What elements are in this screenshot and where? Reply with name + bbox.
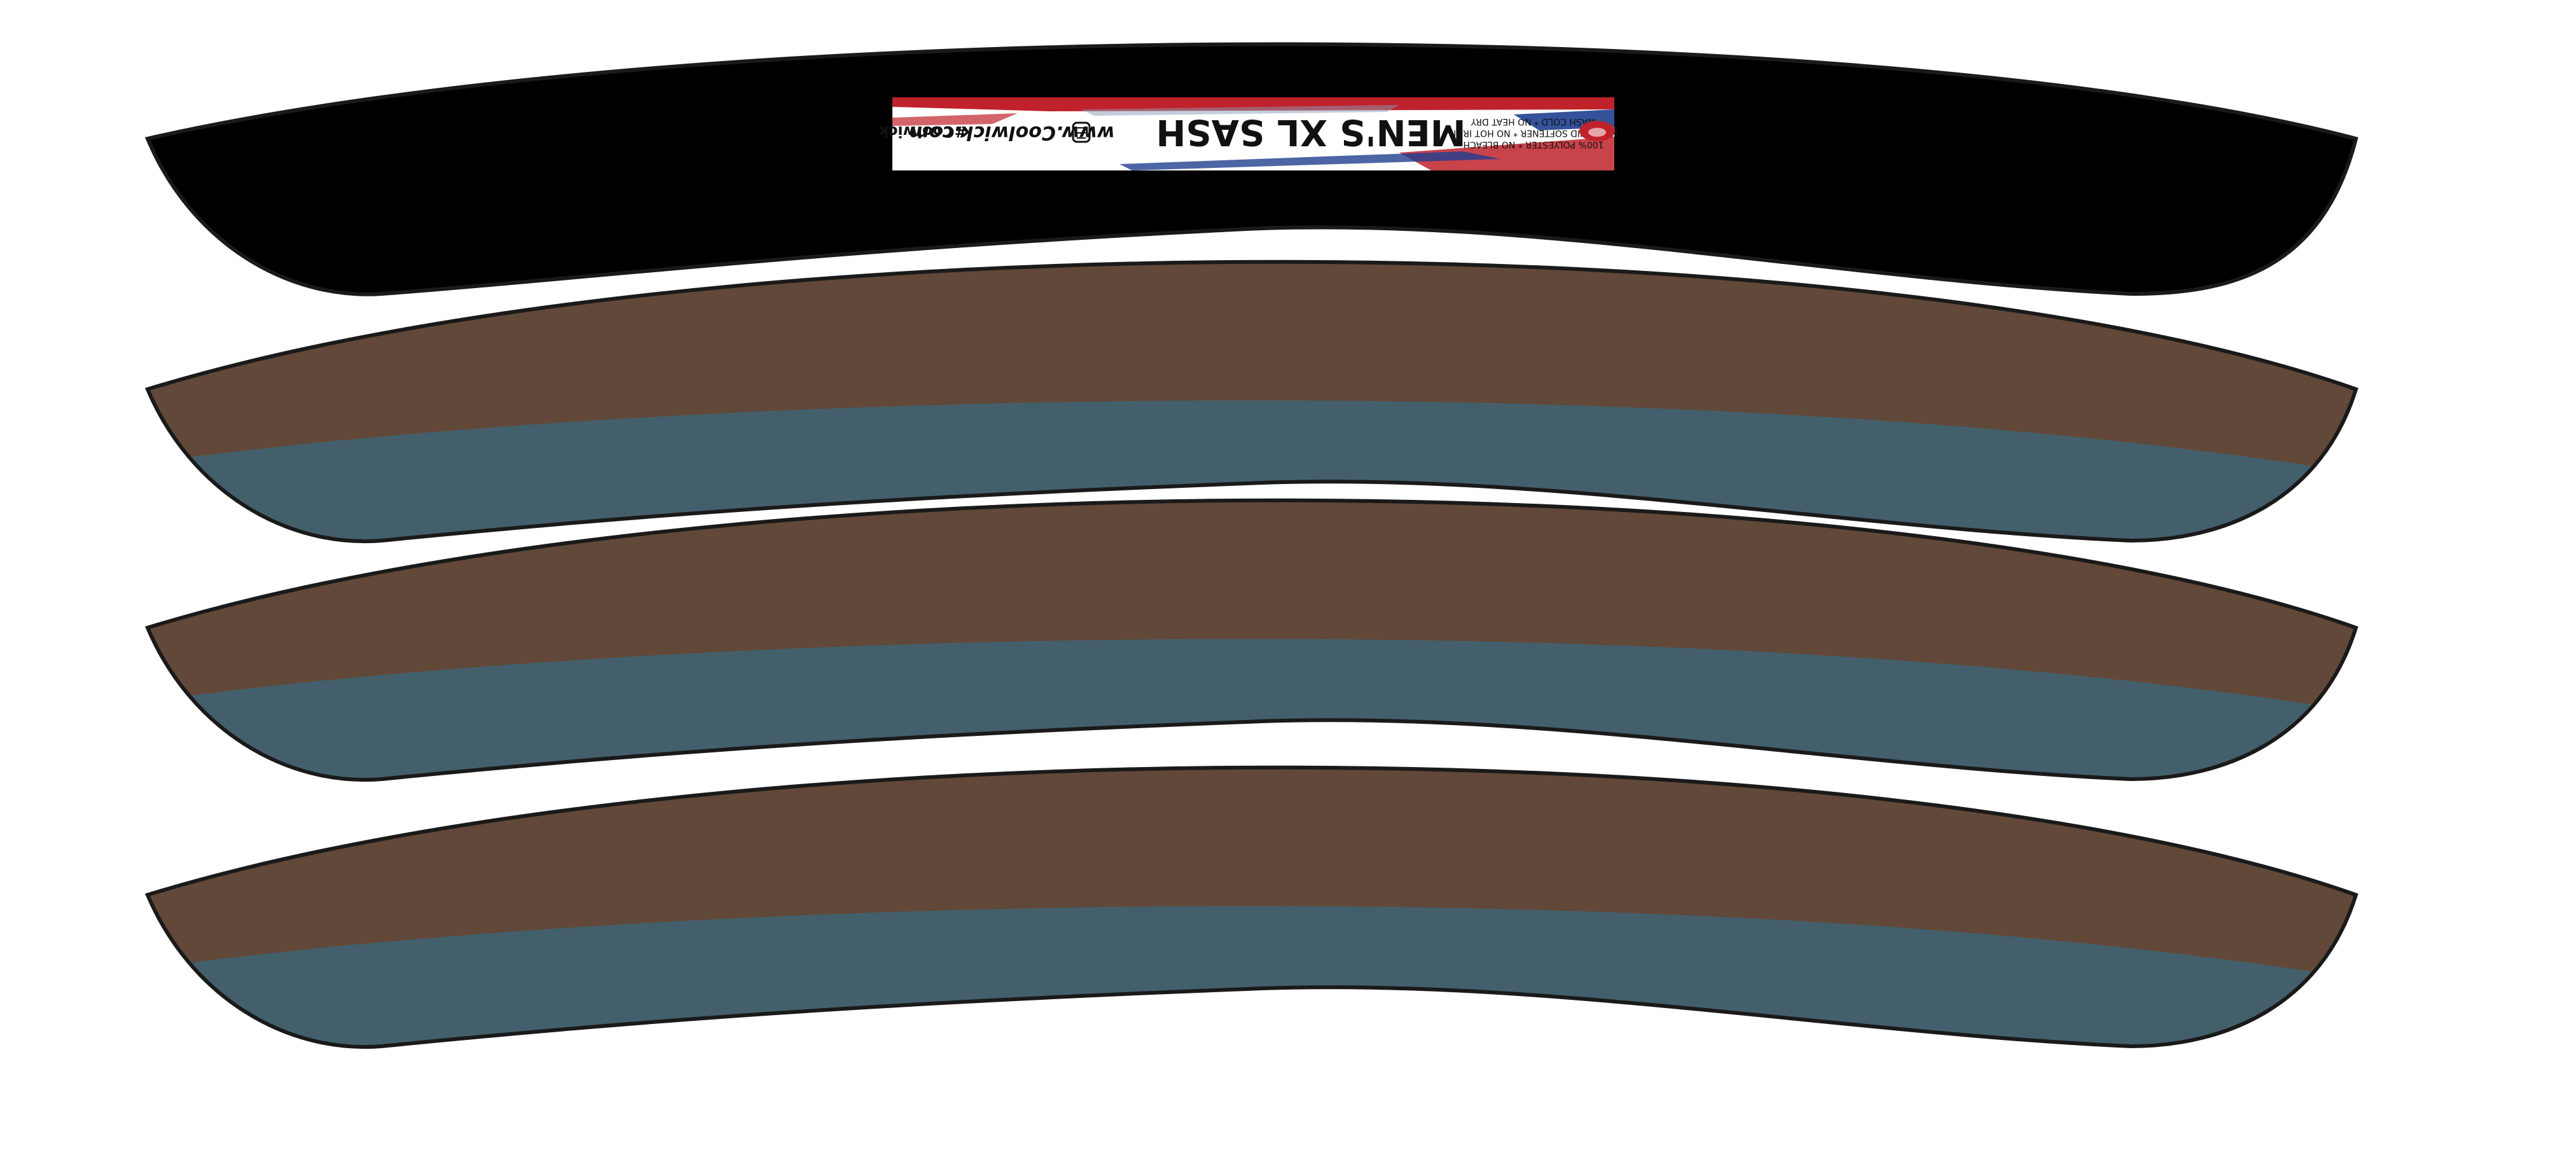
label-care-line-1: 100% POLYESTER * NO BLEACH bbox=[1463, 139, 1603, 149]
label-hashtag: #Coolwick bbox=[878, 123, 967, 141]
flag-decoration: ★ ★ bbox=[892, 97, 1614, 170]
sash-panel-4 bbox=[95, 768, 2417, 1145]
svg-text:★: ★ bbox=[1482, 127, 1495, 142]
hand-logo-icon bbox=[1072, 121, 1091, 143]
label-care-line-2: NO LIQUID SOFTENER * NO HOT IRON bbox=[1450, 128, 1617, 138]
label-care-line-3: WASH COLD * NO HEAT DRY bbox=[1471, 116, 1596, 127]
svg-text:★: ★ bbox=[1514, 121, 1523, 133]
brand-logo-icon bbox=[1579, 121, 1615, 141]
care-label: ★ ★ MEN'S XL SASH www.Coolwick.com #Cool… bbox=[878, 97, 1617, 170]
label-title: MEN'S XL SASH bbox=[1156, 111, 1465, 153]
